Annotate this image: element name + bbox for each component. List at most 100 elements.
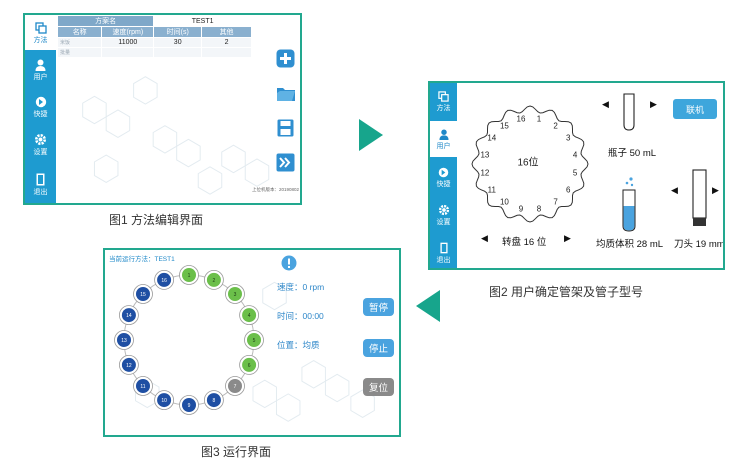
caption-1: 图1 方法编辑界面 (109, 213, 204, 227)
position-marker[interactable]: 12 (118, 355, 139, 375)
column-header: 时间(s) (153, 26, 203, 38)
sidebar: 方法 用户 快捷 设置 退出 (430, 83, 457, 268)
connect-button[interactable]: 联机 (673, 99, 717, 119)
dial-center-label: 16位 (517, 157, 539, 169)
sidebar-item-user[interactable]: 用户 (430, 121, 457, 157)
position-number: 2 (213, 278, 216, 284)
table-header-right[interactable]: TEST1 (153, 16, 252, 27)
quick-icon (35, 96, 46, 107)
sidebar-item-method[interactable]: 方法 (430, 83, 457, 119)
dial-number: 10 (499, 197, 509, 207)
sidebar-item-exit[interactable]: 退出 (25, 165, 56, 203)
add-icon[interactable] (276, 49, 295, 68)
dial-number: 5 (572, 168, 578, 178)
turntable-dial[interactable] (465, 99, 595, 229)
position-marker[interactable]: 2 (204, 269, 224, 290)
table-row[interactable]: 米饭 11000 30 2 (58, 37, 252, 48)
homogenize-tube-icon (622, 177, 636, 232)
position-number: 6 (248, 363, 251, 369)
table-cell[interactable] (201, 47, 252, 58)
sidebar-item-quick[interactable]: 快捷 (430, 159, 457, 195)
dial-number: 14 (487, 133, 497, 143)
reset-button[interactable]: 复位 (363, 378, 394, 396)
dial-number: 9 (518, 204, 524, 214)
blade-icon (692, 169, 707, 226)
position-marker[interactable]: 10 (154, 390, 174, 411)
position-marker[interactable]: 8 (204, 390, 224, 411)
turntable-label: 转盘 16 位 (502, 237, 547, 248)
version-text: 上位机版本：20190802 (252, 187, 300, 192)
pause-button[interactable]: 暂停 (363, 298, 394, 316)
homogenize-volume-label: 均质体积 28 mL (596, 239, 664, 250)
sidebar-item-settings[interactable]: 设置 (25, 126, 56, 163)
bottle-next-arrow[interactable]: ▶ (650, 99, 657, 109)
caption-3: 图3 运行界面 (201, 445, 272, 459)
table-row[interactable]: 批量 (58, 47, 252, 58)
blade-prev-arrow[interactable]: ◀ (671, 185, 678, 195)
position-marker[interactable]: 4 (239, 305, 260, 325)
table-cell: 批量 (58, 47, 103, 58)
position-marker[interactable]: 16 (154, 269, 174, 290)
sidebar-item-settings[interactable]: 设置 (430, 197, 457, 233)
table-header-left: 方案名 (58, 16, 155, 27)
table-cell[interactable]: 30 (153, 37, 203, 48)
user-icon (35, 59, 46, 71)
table-cell[interactable] (153, 47, 203, 58)
sidebar-item-label: 退出 (33, 188, 48, 196)
dial-number: 11 (487, 185, 496, 195)
time-label: 时间：00:00 (277, 311, 324, 321)
speed-label: 速度：0 rpm (277, 282, 325, 292)
sidebar-item-label: 设置 (436, 219, 451, 226)
table-cell[interactable]: 2 (201, 37, 252, 48)
folder-icon[interactable] (276, 85, 296, 102)
position-marker[interactable]: 5 (244, 330, 264, 350)
sidebar-item-label: 方法 (436, 104, 451, 112)
sidebar-item-quick[interactable]: 快捷 (25, 89, 56, 124)
dial-number: 2 (553, 121, 558, 131)
position-marker[interactable]: 14 (118, 305, 139, 325)
sidebar-item-exit[interactable]: 退出 (430, 235, 457, 268)
sidebar-item-method[interactable]: 方法 (25, 15, 56, 50)
table-cell[interactable] (101, 47, 155, 58)
position-marker[interactable]: 7 (225, 376, 245, 396)
turntable-prev-arrow[interactable]: ◀ (481, 233, 488, 243)
position-marker[interactable]: 11 (133, 376, 153, 396)
position-marker[interactable]: 9 (179, 395, 199, 415)
stop-button[interactable]: 停止 (363, 339, 394, 357)
save-icon[interactable] (277, 119, 294, 137)
method-table: 方案名 TEST1 名称 速度(rpm) 时间(s) 其他 米饭 11000 3… (58, 16, 252, 58)
position-number: 9 (188, 403, 191, 409)
next-icon[interactable] (276, 153, 295, 172)
position-number: 4 (248, 313, 251, 319)
blade-next-arrow[interactable]: ▶ (712, 185, 719, 195)
sidebar-item-label: 用户 (436, 142, 451, 150)
sidebar-item-user[interactable]: 用户 (25, 52, 56, 87)
position-marker[interactable]: 3 (225, 284, 245, 304)
dial-number: 13 (480, 150, 490, 160)
position-marker[interactable]: 13 (114, 330, 134, 350)
turntable-next-arrow[interactable]: ▶ (564, 233, 571, 243)
position-number: 7 (234, 384, 237, 390)
bottle-prev-arrow[interactable]: ◀ (602, 99, 609, 109)
position-number: 1 (188, 273, 191, 279)
settings-icon (35, 134, 46, 145)
position-number: 10 (161, 398, 167, 404)
column-header: 名称 (58, 26, 103, 38)
caption-2: 图2 用户确定管架及管子型号 (489, 285, 644, 299)
position-marker[interactable]: 15 (133, 284, 153, 304)
sidebar-item-label: 快捷 (33, 110, 48, 118)
dial-number: 3 (565, 133, 571, 143)
exit-icon (36, 173, 45, 185)
flow-arrow-right-icon (359, 119, 383, 151)
table-cell[interactable]: 11000 (101, 37, 155, 48)
position-number: 12 (126, 363, 132, 369)
position-marker[interactable]: 1 (179, 265, 199, 285)
info-icon[interactable] (281, 255, 297, 271)
position-number: 14 (126, 313, 132, 319)
position-marker[interactable]: 6 (239, 355, 260, 375)
sidebar: 方法 用户 快捷 设置 退出 (25, 15, 56, 203)
position-number: 16 (161, 278, 167, 284)
quick-icon (438, 167, 449, 177)
